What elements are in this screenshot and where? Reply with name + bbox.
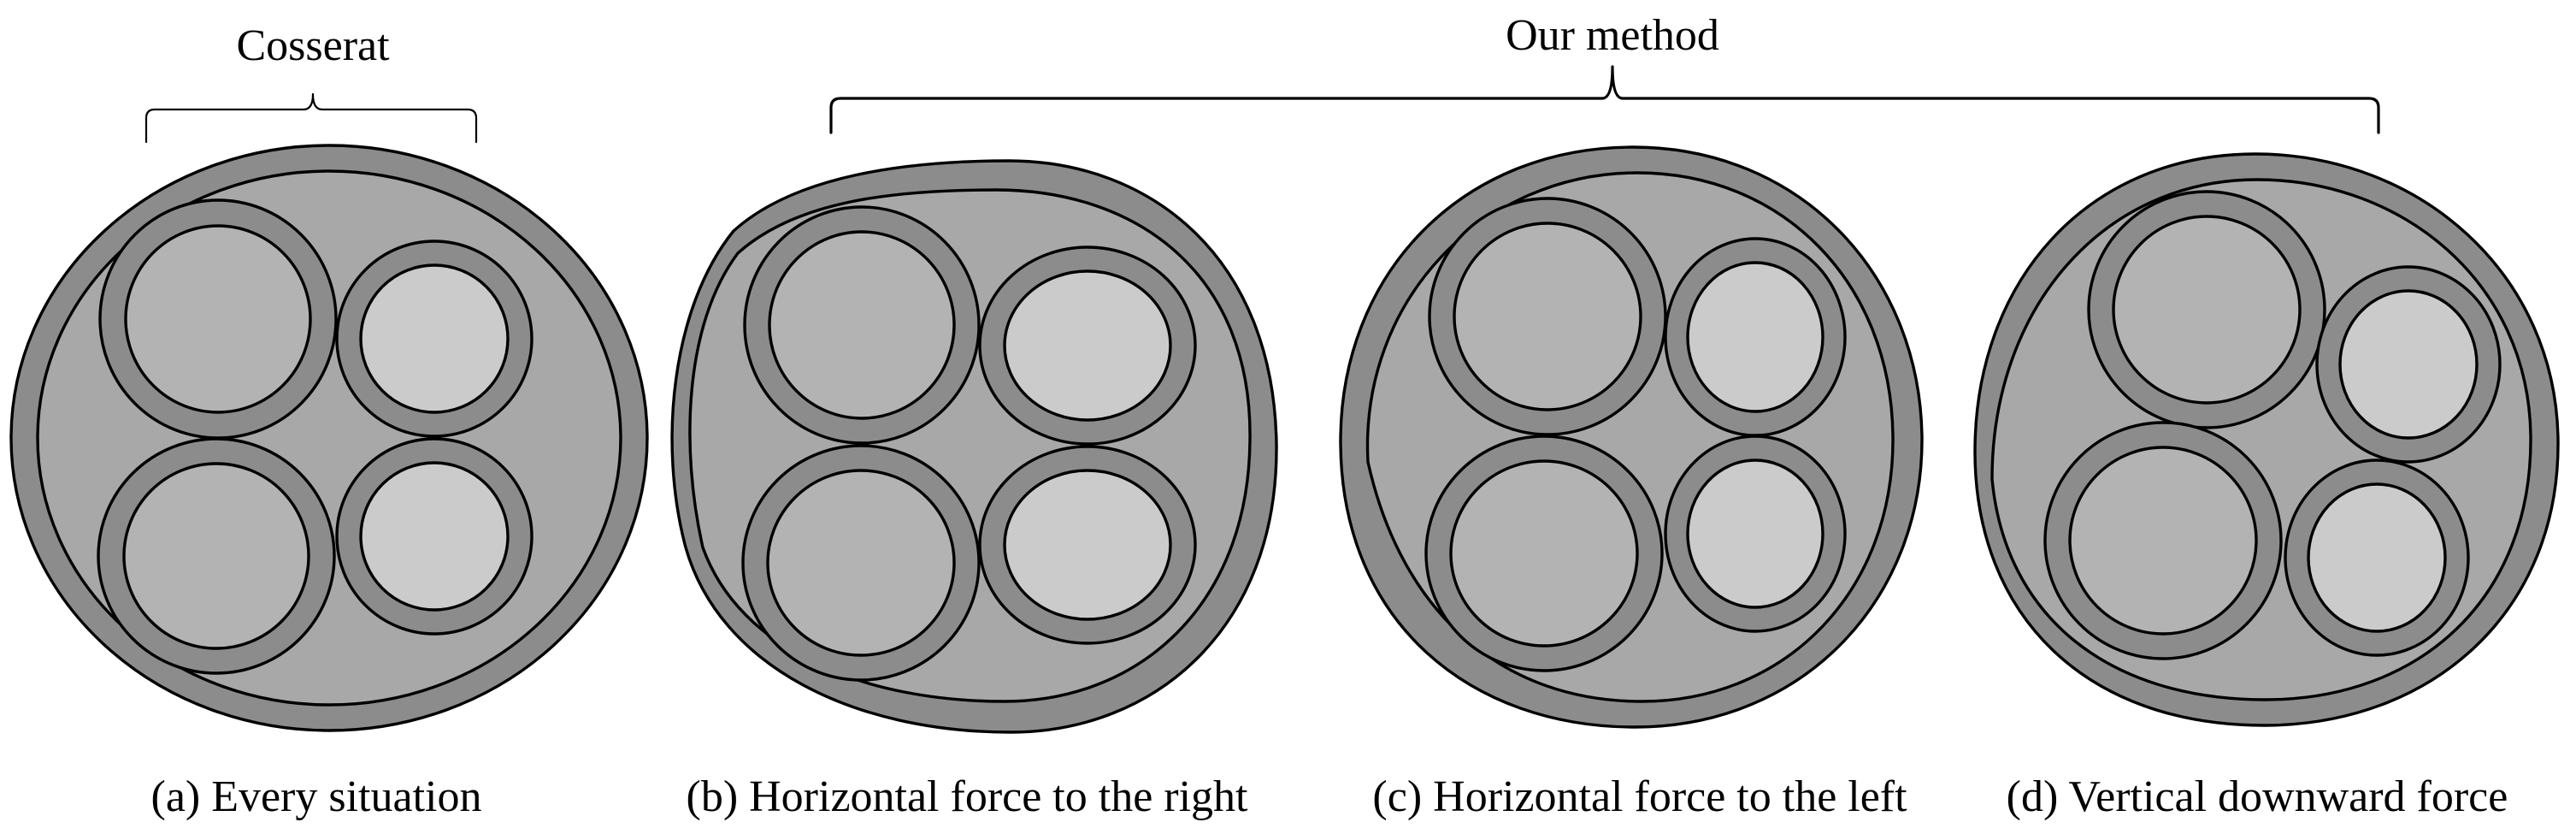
strand-top-right (978, 245, 1197, 446)
our-method-bracket (829, 65, 2380, 134)
strand-top-left (1428, 197, 1667, 436)
strand-bottom-right (335, 437, 533, 636)
cosserat-group-label: Cosserat (236, 21, 390, 70)
strand-bottom-right (978, 445, 1197, 645)
caption-a: (a) Every situation (151, 772, 482, 821)
strand-bottom-left (97, 437, 336, 675)
cross-section-b (670, 159, 1278, 734)
strand-top-right (335, 240, 533, 438)
caption-d: (d) Vertical downward force (2007, 772, 2508, 821)
cross-section-a (9, 144, 649, 732)
cross-section-c (1339, 145, 1924, 729)
our-method-group-label: Our method (1506, 11, 1719, 60)
caption-c: (c) Horizontal force to the left (1372, 772, 1907, 821)
strand-top-left (743, 205, 981, 445)
cosserat-bracket (144, 92, 478, 144)
strand-bottom-left (2043, 421, 2283, 660)
strand-top-right (1664, 237, 1847, 437)
cross-section-d (1973, 152, 2560, 727)
strand-bottom-left (741, 444, 981, 682)
strand-top-left (2087, 190, 2326, 429)
strand-bottom-right (1664, 435, 1847, 633)
strand-top-left (98, 198, 338, 440)
strand-top-right (2315, 265, 2502, 464)
strand-bottom-right (2284, 458, 2470, 657)
strand-bottom-left (1424, 435, 1664, 672)
caption-b: (b) Horizontal force to the right (687, 772, 1249, 821)
